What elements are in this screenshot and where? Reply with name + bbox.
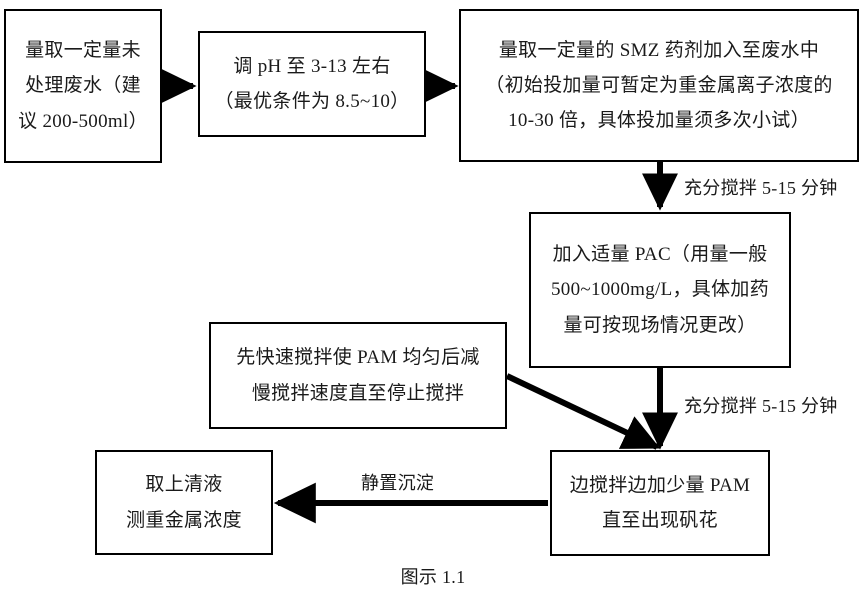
node-line: 量可按现场情况更改） [563, 314, 757, 336]
node-add-pac[interactable]: 加入适量 PAC（用量一般 500~1000mg/L，具体加药 量可按现场情况更… [529, 212, 791, 368]
node-measure-wastewater[interactable]: 量取一定量未 处理废水（建 议 200-500ml） [4, 9, 162, 163]
node-add-pam[interactable]: 边搅拌边加少量 PAM 直至出现矾花 [550, 450, 770, 556]
node-line: 取上清液 [145, 474, 223, 496]
node-line: 处理废水（建 [25, 75, 141, 97]
node-line: （最优条件为 8.5~10） [214, 91, 410, 112]
edge-label-stir-1: 充分搅拌 5-15 分钟 [684, 178, 838, 198]
edge-label-settle: 静置沉淀 [361, 473, 435, 493]
node-line: 量取一定量未 [25, 40, 141, 62]
node-line: 慢搅拌速度直至停止搅拌 [251, 382, 465, 404]
node-pam-stir-note[interactable]: 先快速搅拌使 PAM 均匀后减 慢搅拌速度直至停止搅拌 [209, 322, 507, 429]
edge-pamnote-to-pam [505, 373, 661, 450]
node-line: 10-30 倍，具体投加量须多次小试） [508, 110, 810, 132]
node-line: 加入适量 PAC（用量一般 [552, 244, 768, 266]
node-line: 量取一定量的 SMZ 药剂加入至废水中 [498, 39, 820, 61]
node-line: （初始投加量可暂定为重金属离子浓度的 [485, 74, 833, 96]
edge-label-stir-2: 充分搅拌 5-15 分钟 [684, 396, 838, 416]
node-line: 直至出现矾花 [602, 510, 718, 531]
node-line: 测重金属浓度 [126, 509, 242, 531]
node-adjust-ph[interactable]: 调 pH 至 3-13 左右 （最优条件为 8.5~10） [198, 31, 426, 137]
node-line: 先快速搅拌使 PAM 均匀后减 [236, 347, 480, 369]
node-add-smz[interactable]: 量取一定量的 SMZ 药剂加入至废水中 （初始投加量可暂定为重金属离子浓度的 1… [459, 9, 859, 162]
figure-caption: 图示 1.1 [400, 567, 466, 587]
node-line: 议 200-500ml） [18, 110, 148, 132]
node-line: 边搅拌边加少量 PAM [569, 474, 751, 496]
node-line: 500~1000mg/L，具体加药 [550, 279, 770, 301]
node-line: 调 pH 至 3-13 左右 [233, 55, 391, 77]
node-take-supernatant[interactable]: 取上清液 测重金属浓度 [95, 450, 273, 555]
